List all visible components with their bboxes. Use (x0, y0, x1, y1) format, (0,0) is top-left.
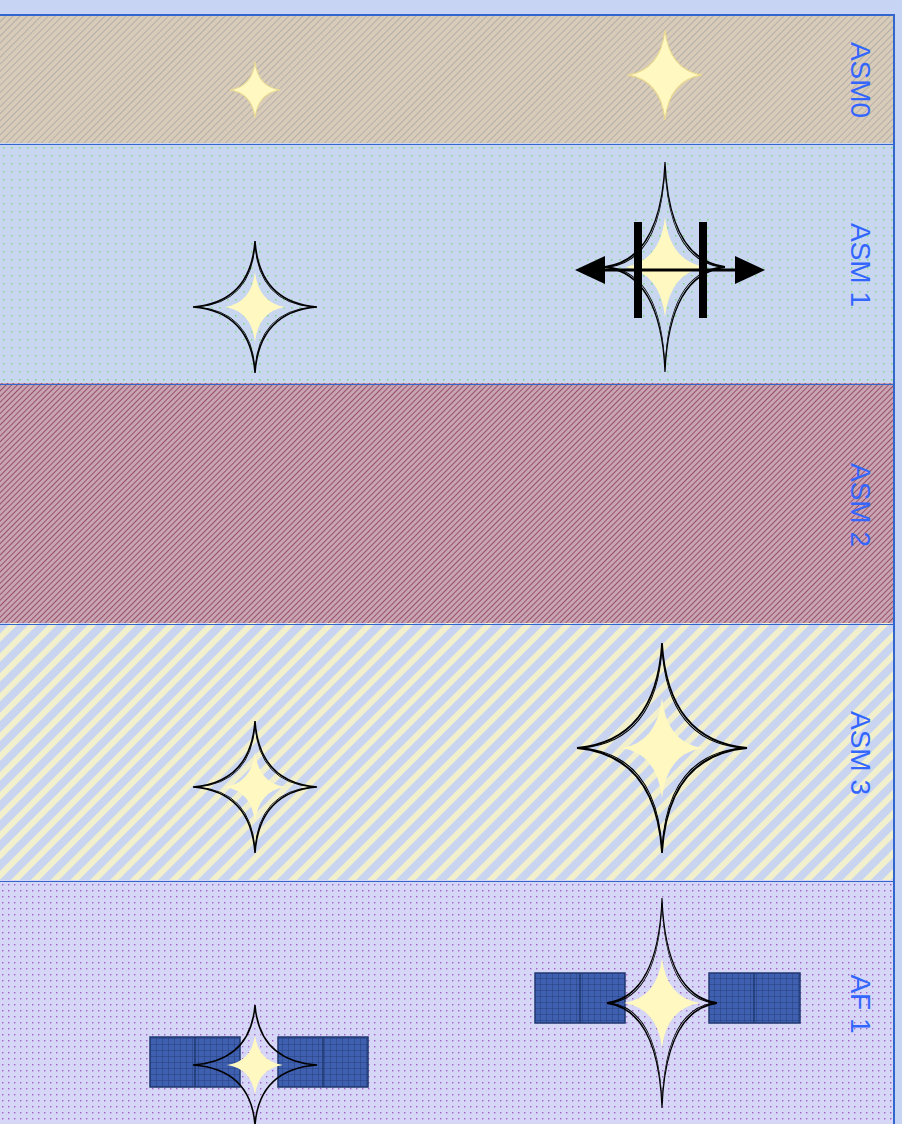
band-label: ASM 1 (846, 222, 874, 306)
band: ASM 2 (0, 385, 893, 625)
band: ASM0 (0, 16, 893, 145)
band-frame: ASM0ASM 1 ASM 2 ASM 3 AF 1 (0, 14, 895, 1124)
band: ASM 1 (0, 145, 893, 385)
band: AF 1 (0, 882, 893, 1124)
band: ASM 3 (0, 625, 893, 882)
band-label: ASM 3 (846, 711, 874, 795)
band-label: ASM 2 (846, 462, 874, 546)
band-label: AF 1 (846, 974, 874, 1033)
band-label: ASM0 (846, 42, 874, 118)
